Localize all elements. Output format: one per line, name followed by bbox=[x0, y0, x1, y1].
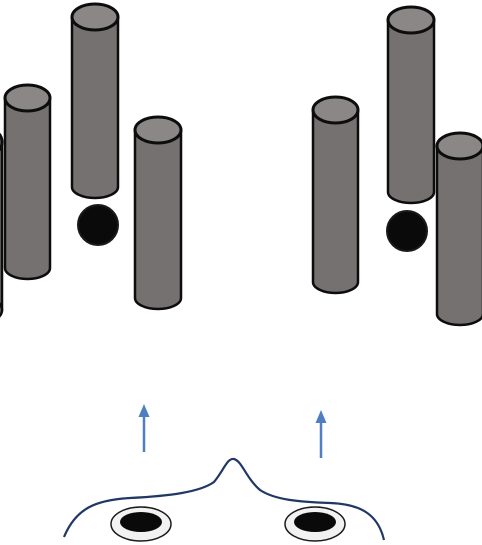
rod-bottom bbox=[3, 267, 52, 281]
rod-bottom bbox=[133, 297, 183, 311]
rod-bottom bbox=[386, 191, 436, 205]
rod-body bbox=[135, 130, 181, 298]
rod-top bbox=[133, 115, 183, 145]
arrow-right-eye bbox=[315, 410, 327, 458]
pupil bbox=[120, 512, 162, 532]
left-view bbox=[0, 2, 183, 318]
rod-top bbox=[0, 132, 4, 152]
rod-right-front bbox=[435, 131, 482, 327]
rod-body bbox=[313, 110, 358, 282]
arrow-left-eye bbox=[138, 404, 150, 452]
rod-bottom bbox=[311, 281, 360, 295]
rod-tall-back bbox=[386, 5, 436, 205]
rod-top bbox=[386, 5, 436, 35]
rod-bottom bbox=[435, 313, 482, 327]
rod-top bbox=[311, 95, 360, 125]
rod-right-front bbox=[133, 115, 183, 311]
rod-body bbox=[388, 20, 434, 192]
right-eye bbox=[284, 506, 346, 542]
rod-edge-partial bbox=[0, 132, 4, 318]
rod-top bbox=[3, 83, 52, 113]
observer bbox=[62, 457, 386, 542]
rod-top bbox=[435, 131, 482, 161]
rod-tall-back bbox=[70, 2, 120, 200]
ball-left bbox=[77, 204, 119, 246]
pupil bbox=[294, 512, 336, 532]
rod-top bbox=[70, 2, 120, 32]
rod-body bbox=[437, 146, 482, 314]
rod-body bbox=[5, 98, 50, 268]
arrowhead bbox=[315, 410, 327, 423]
rod-body bbox=[72, 17, 118, 187]
rod-center bbox=[311, 95, 360, 295]
head-outline bbox=[62, 457, 386, 541]
rod-body bbox=[0, 140, 4, 312]
rod-bottom bbox=[0, 302, 4, 318]
rod-left bbox=[3, 83, 52, 281]
right-view bbox=[311, 5, 482, 327]
left-eye bbox=[110, 506, 172, 542]
arrowhead bbox=[138, 404, 150, 417]
rod-bottom bbox=[70, 186, 120, 200]
ball-right bbox=[386, 210, 428, 252]
